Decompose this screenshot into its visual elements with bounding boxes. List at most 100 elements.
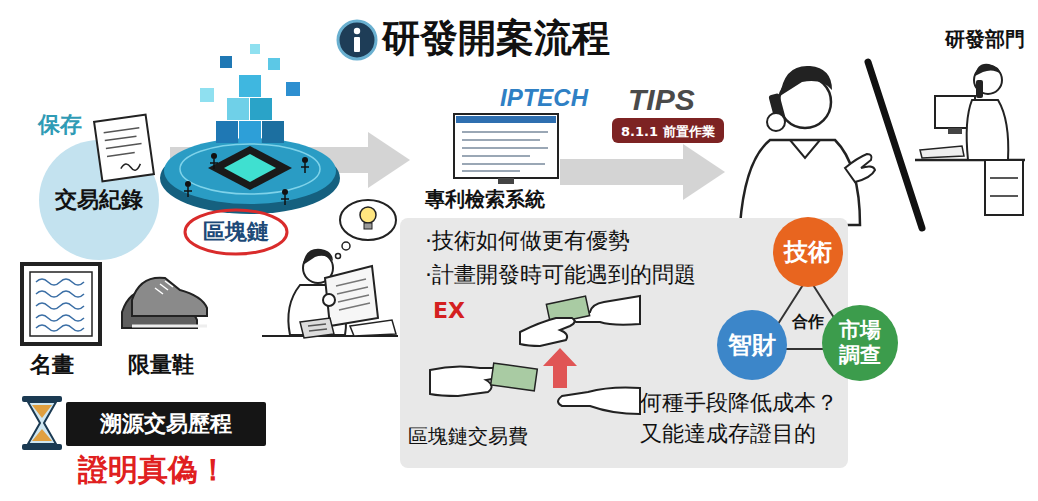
node-text: 交易紀錄 <box>55 187 143 213</box>
title-icon-part <box>354 28 360 34</box>
step-badge: 8.1.1 前置作業 <box>612 118 724 143</box>
monitor-screen <box>454 114 558 184</box>
blockchain-ellipse: 區塊鏈 <box>183 208 289 256</box>
record-circle: 保存交易紀錄 <box>28 112 170 262</box>
blockchain-chip-part <box>239 75 261 97</box>
record-paper-part-part <box>104 128 143 157</box>
blockchain-chip-part <box>282 189 288 195</box>
text-slot: 何種手段降低成本？ 又能達成存證目的 <box>640 388 845 450</box>
text-slot: 專利檢索系統 <box>410 186 560 212</box>
blockchain-chip-part <box>200 88 214 102</box>
office-worker-part <box>920 146 964 158</box>
circle-outline <box>822 305 898 381</box>
label-slot: IPTECH <box>500 84 588 113</box>
sneaker-pair-part <box>155 281 173 294</box>
office-worker-part <box>985 160 1023 215</box>
blockchain-chip-part <box>239 121 261 143</box>
node-text: 專利檢索系統 <box>425 187 545 211</box>
label-text: IPTECH <box>500 84 588 113</box>
label-text: 名畫 <box>30 352 74 378</box>
blockchain-chip-part <box>208 146 292 190</box>
text-slot: 交易紀錄 <box>28 186 170 214</box>
info-panel: ‧技術如何做更有優勢‧計畫開發時可能遇到的問題EX區塊鏈交易費何種手段降低成本？… <box>400 218 848 468</box>
money-exchange-part <box>543 348 577 388</box>
node-text: 區塊鏈交易費 <box>408 424 528 448</box>
title-icon-part <box>338 21 376 59</box>
thought-bubble-part <box>364 223 372 229</box>
painting-frame <box>22 264 100 344</box>
reading-person-part <box>303 249 333 265</box>
reading-person-part <box>350 320 396 336</box>
label-text: 證明真偽！ <box>78 452 228 488</box>
blockchain-chip-part <box>227 98 249 120</box>
phone-person-part <box>767 113 785 131</box>
phone-person-part <box>740 140 860 225</box>
text-slot: 技術 <box>773 217 843 287</box>
blockchain-chip-part <box>210 159 218 169</box>
label-slot: 名畫 <box>30 352 74 378</box>
node-text: 區塊鏈 <box>203 219 269 245</box>
blockchain-chip-part <box>286 82 300 96</box>
blockchain-chip-part <box>184 187 192 197</box>
money-exchange <box>430 296 640 414</box>
label-slot: TIPS <box>628 82 695 118</box>
record-paper-part-part <box>94 115 154 182</box>
thought-bubble-part <box>340 200 396 240</box>
patent-search-system: 專利檢索系統 <box>410 112 560 212</box>
money-exchange-part <box>520 318 575 346</box>
text-slot: ‧技術如何做更有優勢 <box>425 228 630 254</box>
title-slot: 研發開案流程 <box>382 16 610 62</box>
hourglass-icon-part <box>32 405 52 418</box>
blockchain-chip-part <box>250 98 272 120</box>
text-slot: 研發部門 <box>905 26 1025 52</box>
text-slot: 保存 <box>38 112 82 138</box>
topic-circle: 市場調查 <box>822 305 898 381</box>
circle-outline <box>717 310 787 380</box>
blockchain-chip-part <box>250 44 260 54</box>
blockchain-chip-part <box>164 138 336 204</box>
sneaker-pair-part <box>132 325 207 328</box>
box-fill <box>400 218 848 468</box>
node-text: ‧技術如何做更有優勢 <box>425 228 630 254</box>
blockchain-chip-part <box>220 56 232 68</box>
node-text: 何種手段降低成本？ 又能達成存證目的 <box>640 388 845 450</box>
blockchain-chip-part <box>216 121 238 143</box>
node-text: 保存 <box>38 112 82 138</box>
monitor-screen-part <box>462 132 548 171</box>
node-text: 市場調查 <box>837 318 883 368</box>
node-text: 技術 <box>784 238 832 267</box>
reading-person-part <box>308 324 327 331</box>
node-text: EX <box>433 298 465 324</box>
node-text: 合作 <box>792 312 824 331</box>
text-slot: EX <box>433 298 465 324</box>
phone-person <box>740 62 922 228</box>
rd-department: 研發部門 <box>725 20 1030 225</box>
money-exchange-part <box>491 363 538 391</box>
text-slot: 溯源交易歷程 <box>66 402 266 446</box>
title-icon <box>338 21 376 59</box>
topic-circle: 技術 <box>773 217 843 287</box>
monitor-screen-part <box>454 114 558 178</box>
phone-person-part <box>845 154 875 182</box>
blockchain-chip-part <box>211 153 217 159</box>
money-exchange-part <box>558 388 640 415</box>
office-worker-part <box>948 128 962 134</box>
title-icon-part <box>354 37 360 52</box>
blockchain-chip-part <box>224 154 276 182</box>
diagram-title: 研發開案流程 <box>382 16 610 62</box>
box-fill <box>66 402 266 446</box>
text-slot: 市場調查 <box>837 305 883 381</box>
office-worker-part <box>967 100 1009 160</box>
label-text: 限量鞋 <box>128 352 194 378</box>
hourglass-icon <box>22 396 62 450</box>
office-worker-part <box>990 178 1018 196</box>
blockchain-chip-part <box>302 157 308 163</box>
reading-person <box>262 249 398 338</box>
trace-banner: 溯源交易歷程 <box>66 402 266 446</box>
phone-person-part <box>790 140 820 158</box>
phone-person-part <box>868 62 922 228</box>
reading-person-part <box>323 294 335 306</box>
flow-arrow <box>560 159 695 185</box>
text-slot: 智財 <box>717 310 787 380</box>
